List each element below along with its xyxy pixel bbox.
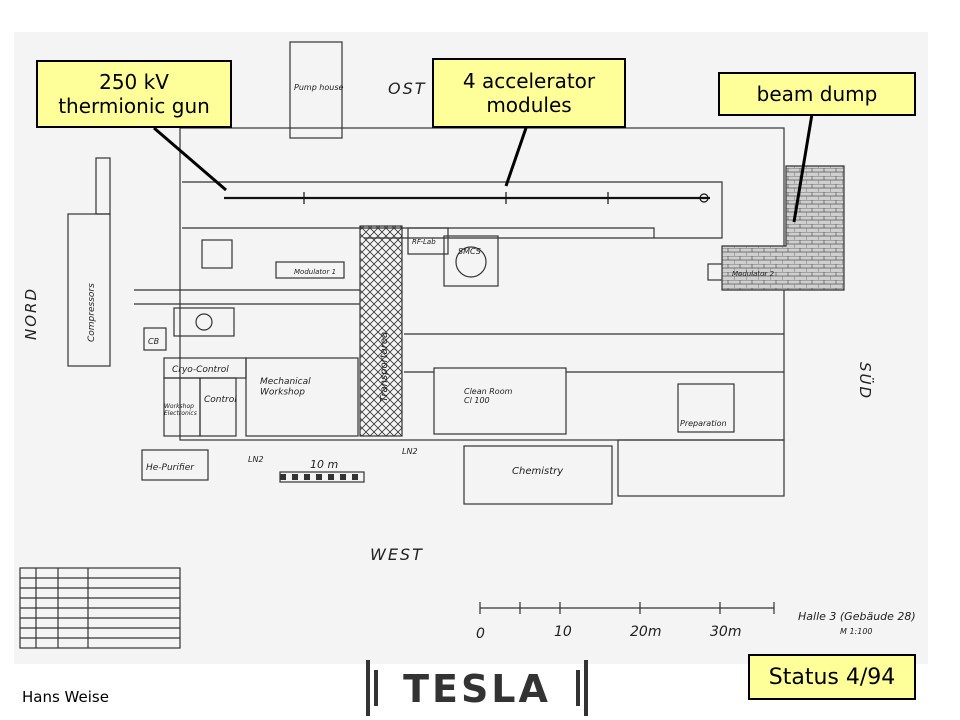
pump-house-room [289, 41, 343, 139]
beam-dump-block [721, 165, 845, 291]
mechanical-workshop-room [245, 357, 359, 437]
label-north: NORD [22, 287, 40, 340]
gun-callout-text: 250 kV thermionic gun [58, 70, 210, 118]
tunnel-wall-inner [182, 227, 655, 238]
label-scale-10m: 10 m [310, 458, 338, 471]
label-pump-house: Pump house [294, 83, 344, 92]
label-compressors: Compressors [87, 283, 97, 342]
transport-hatch [360, 226, 402, 436]
gun-leader-line [153, 126, 227, 192]
scale-label-30: 30m [710, 624, 741, 640]
label-south: SÜD [856, 362, 875, 400]
modules-callout: 4 accelerator modules [432, 58, 626, 128]
beam-dump-callout: beam dump [718, 72, 916, 116]
floor-plan-sheet: OST WEST NORD SÜD Pump house Compressors… [14, 32, 928, 664]
label-cryo-control: Cryo-Control [172, 365, 229, 375]
transport-area [359, 225, 403, 437]
gun-callout: 250 kV thermionic gun [36, 60, 232, 128]
floor-plan-drawing: OST WEST NORD SÜD Pump house Compressors… [19, 41, 916, 649]
label-transportarea: Transportarea [379, 332, 390, 402]
tunnel-wall [182, 181, 723, 239]
label-smcs: SMCS [458, 247, 481, 256]
modulator-1-box [275, 261, 345, 279]
status-text: Status 4/94 [768, 664, 896, 690]
clean-room [433, 367, 567, 435]
modules-leader-line [504, 127, 528, 187]
scale-label-10: 10 [554, 624, 572, 640]
modules-callout-text: 4 accelerator modules [462, 69, 596, 117]
tesla-logo: TESLA [366, 660, 588, 716]
label-modulator-1: Modulator 1 [294, 268, 336, 276]
chemistry-room [463, 445, 613, 505]
status-badge: Status 4/94 [748, 654, 916, 700]
label-ln2-b: LN2 [402, 447, 418, 456]
control-room [199, 377, 237, 437]
he-purifier-box [141, 449, 209, 481]
dump-leader-line [792, 113, 814, 223]
hall-title: Halle 3 (Gebäude 28) [798, 610, 916, 623]
label-he-purifier: He-Purifier [146, 463, 195, 473]
scale-label-20: 20m [630, 624, 661, 640]
scale-label-0: 0 [476, 626, 485, 642]
tesla-logo-text: TESLA [403, 667, 551, 711]
label-chemistry: Chemistry [512, 466, 564, 477]
label-control: Control [204, 395, 237, 405]
smcs-room [443, 235, 499, 287]
label-cb: CB [148, 337, 159, 346]
label-west: WEST [370, 545, 424, 564]
label-ln2-a: LN2 [248, 455, 264, 464]
label-east: OST [388, 79, 427, 98]
beam-dump-callout-text: beam dump [756, 82, 878, 106]
author-name: Hans Weise [22, 688, 109, 706]
label-preparation: Preparation [680, 419, 727, 428]
preparation-room [677, 383, 735, 433]
compressors-room [67, 213, 111, 367]
label-rf-lab: RF-Lab [412, 238, 436, 246]
label-modulator-2: Modulator 2 [732, 270, 775, 278]
hall-scale: M 1:100 [840, 627, 873, 636]
